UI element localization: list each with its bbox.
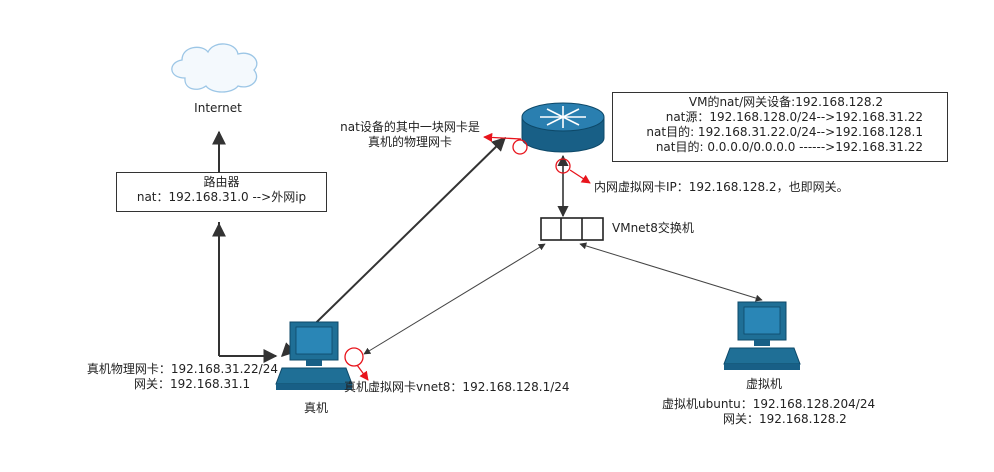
nat-device-icon — [521, 102, 605, 153]
highlight-physical-nic — [483, 132, 528, 155]
vm-nat-line3: nat目的: 192.168.31.22.0/24-->192.168.128.… — [646, 125, 923, 139]
vmnet8-switch-label: VMnet8交换机 — [612, 221, 694, 235]
vm-computer-icon — [723, 301, 801, 370]
inner-nic-note: 内网虚拟网卡IP：192.168.128.2，也即网关。 — [594, 180, 849, 194]
router-title: 路由器 — [203, 175, 240, 189]
vm-gateway-label: 网关：192.168.128.2 — [723, 412, 847, 426]
nat-device-note-line2: 真机的物理网卡 — [367, 135, 452, 149]
host-vnet8-label: 真机虚拟网卡vnet8：192.168.128.1/24 — [344, 380, 570, 394]
vm-ubuntu-label: 虚拟机ubuntu：192.168.128.204/24 — [662, 397, 876, 411]
host-computer-icon — [275, 321, 353, 390]
host-name-label: 真机 — [303, 401, 328, 415]
vm-nat-line2: nat源：192.168.128.0/24-->192.168.31.22 — [665, 110, 923, 124]
nat-device-note-line1: nat设备的其中一块网卡是 — [340, 120, 480, 134]
router-box: 路由器 nat：192.168.31.0 -->外网ip — [116, 172, 327, 212]
nat-device-note: nat设备的其中一块网卡是 真机的物理网卡 — [330, 120, 490, 150]
vm-nat-line1: VM的nat/网关设备:192.168.128.2 — [688, 95, 883, 109]
highlight-host-vnet8 — [344, 347, 369, 381]
vm-nat-line4: nat目的: 0.0.0.0/0.0.0.0 ------>192.168.31… — [655, 140, 923, 154]
host-gateway: 网关：192.168.31.1 — [134, 377, 251, 391]
vmnet8-switch-icon — [540, 217, 604, 241]
link-switch-host-vnet8 — [363, 243, 546, 355]
router-nat-rule: nat：192.168.31.0 -->外网ip — [136, 190, 307, 204]
vm-nat-box: VM的nat/网关设备:192.168.128.2 nat源：192.168.1… — [612, 92, 948, 162]
highlight-inner-nic — [555, 158, 591, 184]
internet-label: Internet — [194, 101, 242, 115]
cloud-icon — [171, 43, 258, 93]
vm-name-label: 虚拟机 — [745, 377, 782, 391]
link-switch-vm — [579, 242, 763, 302]
host-physical-nic-label: 真机物理网卡：192.168.31.22/24 网关：192.168.31.1 — [60, 362, 278, 392]
host-physical-nic: 真机物理网卡：192.168.31.22/24 — [86, 362, 278, 376]
